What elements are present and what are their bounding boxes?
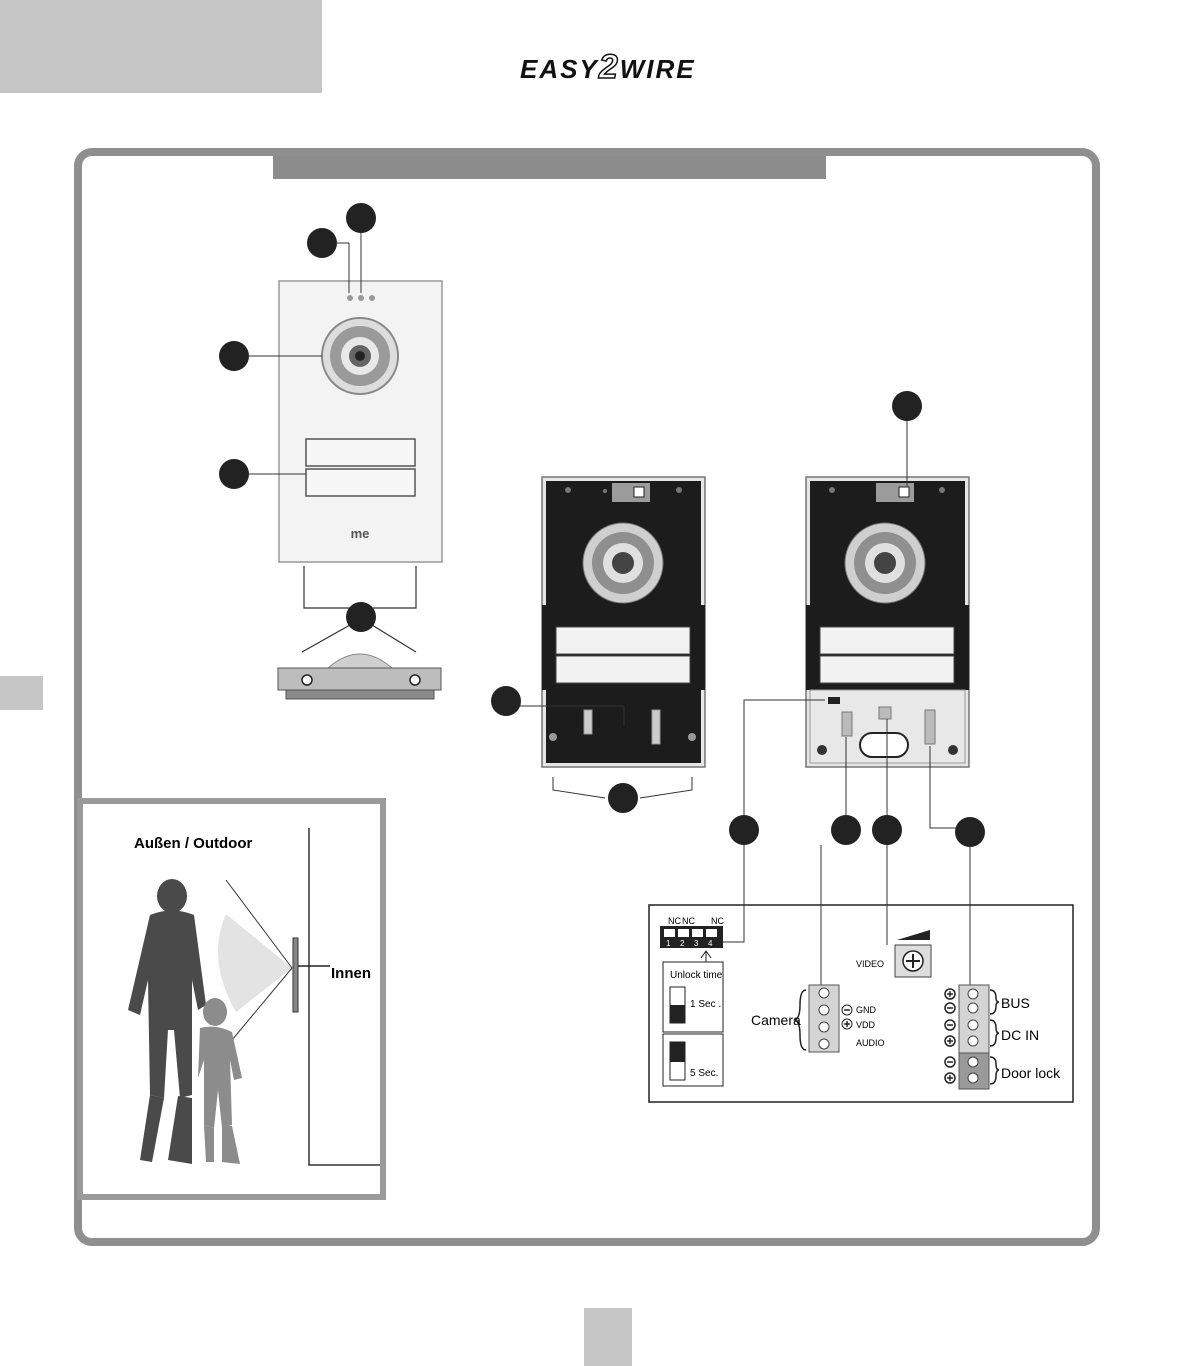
dip-label-nc-1: NC: [668, 916, 681, 926]
unlock-time-label: Unlock time: [670, 970, 723, 981]
panel-brand-label: me: [351, 526, 370, 541]
panel-bottom-view: [278, 566, 441, 699]
camera-pin-audio: AUDIO: [856, 1038, 885, 1048]
screw-icon: [410, 675, 420, 685]
installation-scene: Außen / Outdoor Innen: [80, 801, 383, 1197]
panel-front-view: me: [279, 281, 442, 562]
dip-number-1: 1: [666, 939, 671, 948]
dip-number-4: 4: [708, 939, 713, 948]
door-lock-label: Door lock: [1001, 1065, 1061, 1081]
outdoor-label: Außen / Outdoor: [134, 835, 252, 852]
callout-marker: [729, 815, 759, 845]
dc-in-label: DC IN: [1001, 1027, 1039, 1043]
indoor-label: Innen: [331, 965, 371, 982]
callout-marker: [346, 602, 376, 632]
camera-lens-icon: [322, 318, 398, 394]
callout-marker: [219, 341, 249, 371]
callout-marker: [491, 686, 521, 716]
callout-marker: [346, 203, 376, 233]
dip-number-3: 3: [694, 939, 699, 948]
callout-marker: [892, 391, 922, 421]
camera-pin-gnd: GND: [856, 1005, 877, 1015]
bus-label: BUS: [1001, 995, 1030, 1011]
screw-icon: [302, 675, 312, 685]
unlock-5-sec-label: 5 Sec.: [690, 1068, 718, 1079]
dip-label-nc-2: NC: [682, 916, 695, 926]
camera-label: Camera: [751, 1012, 801, 1028]
camera-pin-vdd: VDD: [856, 1020, 876, 1030]
callout-marker: [955, 817, 985, 847]
callout-marker: [831, 815, 861, 845]
dip-label-nc-3: NC: [711, 916, 724, 926]
camera-pin-video: VIDEO: [856, 959, 884, 969]
callout-marker: [872, 815, 902, 845]
unlock-1-sec-label: 1 Sec .: [690, 999, 721, 1010]
callout-marker: [219, 459, 249, 489]
dip-number-2: 2: [680, 939, 685, 948]
unlock-time-panel: Unlock time 1 Sec . 5 Sec.: [663, 962, 723, 1086]
wiring-detail-box: NC NC NC 1 2 3 4 Unlock time 1 Sec . 5: [649, 845, 1073, 1102]
callout-marker: [608, 783, 638, 813]
callout-marker: [307, 228, 337, 258]
